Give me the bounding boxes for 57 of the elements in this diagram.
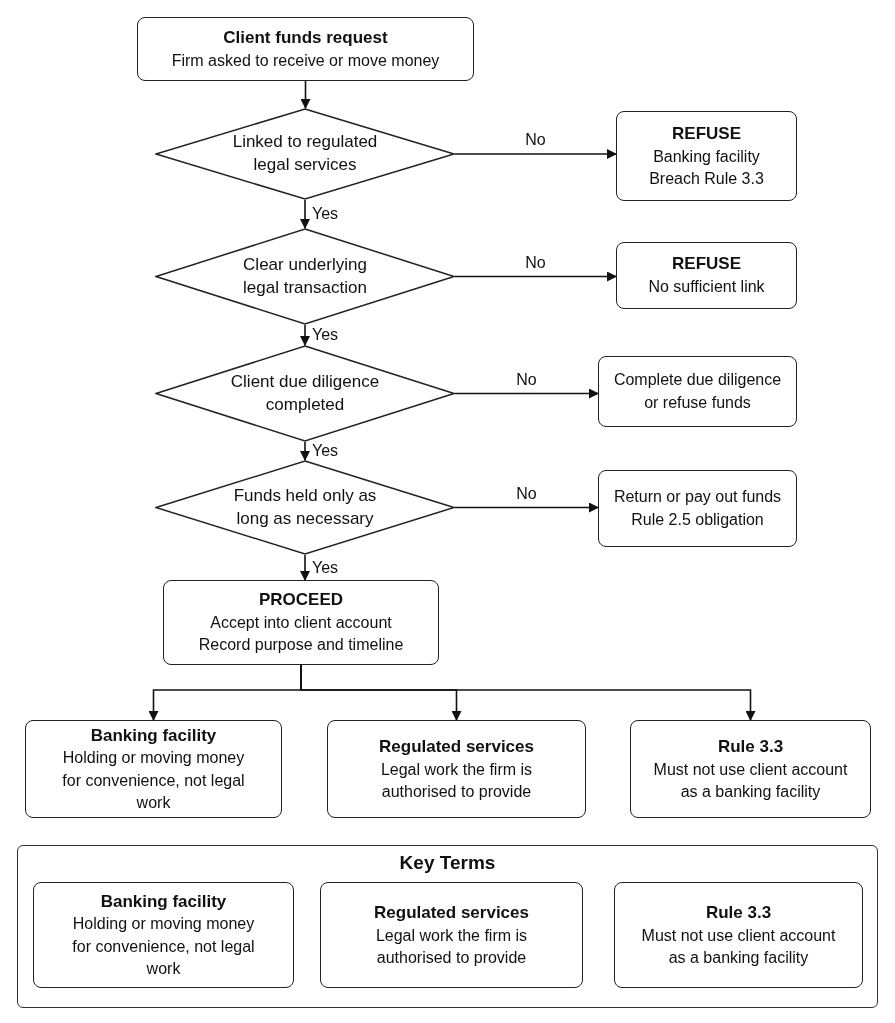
arrow	[300, 554, 310, 581]
decision-diamond	[155, 228, 455, 325]
process-box	[137, 17, 474, 81]
process-box	[616, 242, 797, 309]
box-text: Return or pay out funds	[613, 487, 782, 508]
process-box	[598, 470, 797, 547]
box-heading: Key Terms	[399, 851, 496, 875]
arrow	[454, 388, 599, 399]
decision-text: Client due diligence completed	[230, 370, 380, 416]
box-heading: REFUSE	[672, 253, 741, 276]
arrow	[454, 502, 599, 513]
box-heading: PROCEED	[258, 589, 344, 612]
box-heading: Client funds request	[223, 26, 388, 49]
box-heading: Regulated services	[374, 901, 529, 924]
decision-diamond	[155, 108, 455, 200]
box-heading: Banking facility	[100, 890, 227, 913]
key-terms-panel	[17, 845, 878, 1008]
process-box	[25, 720, 282, 818]
box-text: Record purpose and timeline	[198, 635, 404, 656]
box-text: Must not use client account as a banking facility	[652, 759, 849, 802]
box-text: Must not use client account as a banking facility	[640, 925, 837, 968]
process-box	[598, 356, 797, 427]
process-box	[616, 111, 797, 201]
process-box	[33, 882, 294, 988]
process-box	[327, 720, 586, 818]
arrow	[454, 149, 617, 159]
decision-text: Linked to regulated legal services	[231, 131, 379, 176]
box-text: No sufficient link	[648, 277, 765, 298]
arrow	[300, 324, 310, 346]
box-text: Legal work the firm is authorised to provide	[379, 759, 534, 802]
arrow	[300, 199, 310, 229]
box-heading: Rule 3.3	[705, 901, 772, 924]
box-text: Holding or moving money for convenience, not legal work	[61, 748, 246, 814]
process-box	[320, 882, 583, 988]
box-text: Rule 2.5 obligation	[631, 509, 764, 530]
box-text: Legal work the firm is authorised to provide	[374, 925, 529, 968]
arrow	[300, 441, 310, 461]
box-text: Firm asked to receive or move money	[171, 50, 440, 71]
process-box	[630, 720, 871, 818]
box-heading: Rule 3.3	[717, 735, 784, 758]
box-text: Complete due diligence or refuse funds	[612, 370, 783, 413]
arrow	[454, 271, 617, 282]
decision-diamond	[155, 460, 455, 555]
decision-text: Funds held only as long as necessary	[232, 484, 378, 530]
process-box	[163, 580, 439, 665]
decision-text: Clear underlying legal transaction	[242, 253, 368, 299]
arrow	[300, 80, 311, 109]
box-text: Banking facility	[653, 146, 760, 167]
decision-diamond	[155, 345, 455, 442]
box-heading: REFUSE	[672, 122, 741, 145]
process-box	[614, 882, 863, 988]
box-text: Holding or moving money for convenience, not legal work	[71, 914, 256, 980]
box-text: Breach Rule 3.3	[649, 168, 764, 189]
box-heading: Banking facility	[90, 724, 217, 747]
box-text: Accept into client account	[210, 613, 392, 633]
arrow	[300, 664, 756, 721]
box-heading: Regulated services	[379, 735, 534, 758]
